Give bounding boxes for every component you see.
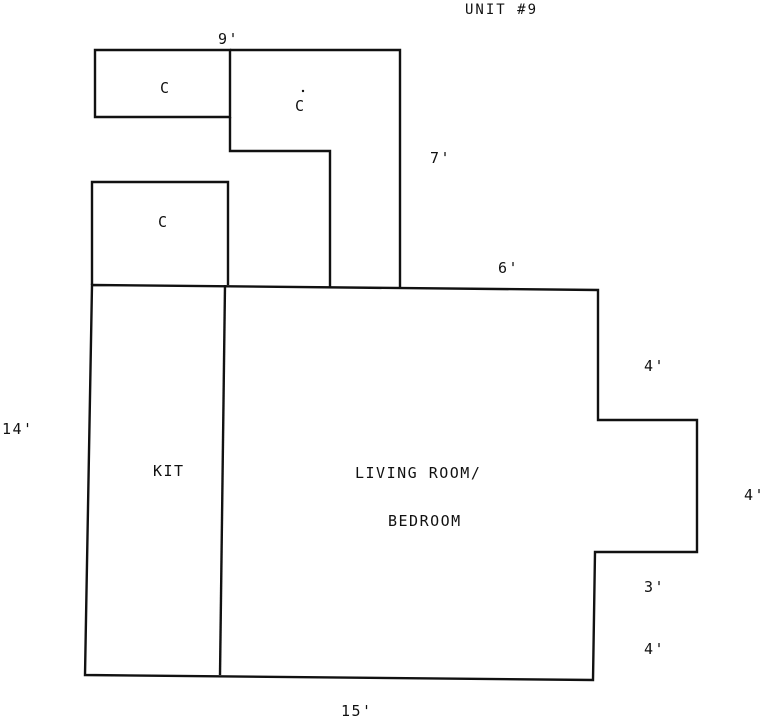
dim-bottom: 15' — [341, 702, 373, 718]
dim-mid-top: 6' — [498, 259, 519, 277]
dim-bump-right: 4' — [744, 486, 765, 504]
closet-top-right-wall — [228, 48, 402, 287]
room-label-living-line1: LIVING ROOM/ — [355, 464, 481, 482]
dim-left: 14' — [2, 420, 34, 438]
room-label-closet-top-left: C — [160, 79, 171, 97]
main-outline-wall — [83, 283, 699, 682]
dim-top: 9' — [218, 30, 239, 48]
dim-right-lower-b: 4' — [644, 640, 665, 658]
kitchen-divider-wall — [218, 284, 227, 676]
room-label-living-line2: BEDROOM — [388, 512, 462, 530]
closet-dot-mark — [301, 89, 305, 93]
room-label-closet-left: C — [158, 213, 169, 231]
dim-right-upper: 4' — [644, 357, 665, 375]
room-label-closet-top-right: C — [295, 97, 306, 115]
dim-upper-right: 7' — [430, 149, 451, 167]
unit-title: UNIT #9 — [465, 2, 538, 18]
room-label-kitchen: KIT — [153, 462, 185, 480]
dim-right-lower-a: 3' — [644, 578, 665, 596]
closet-left-wall — [90, 180, 230, 285]
